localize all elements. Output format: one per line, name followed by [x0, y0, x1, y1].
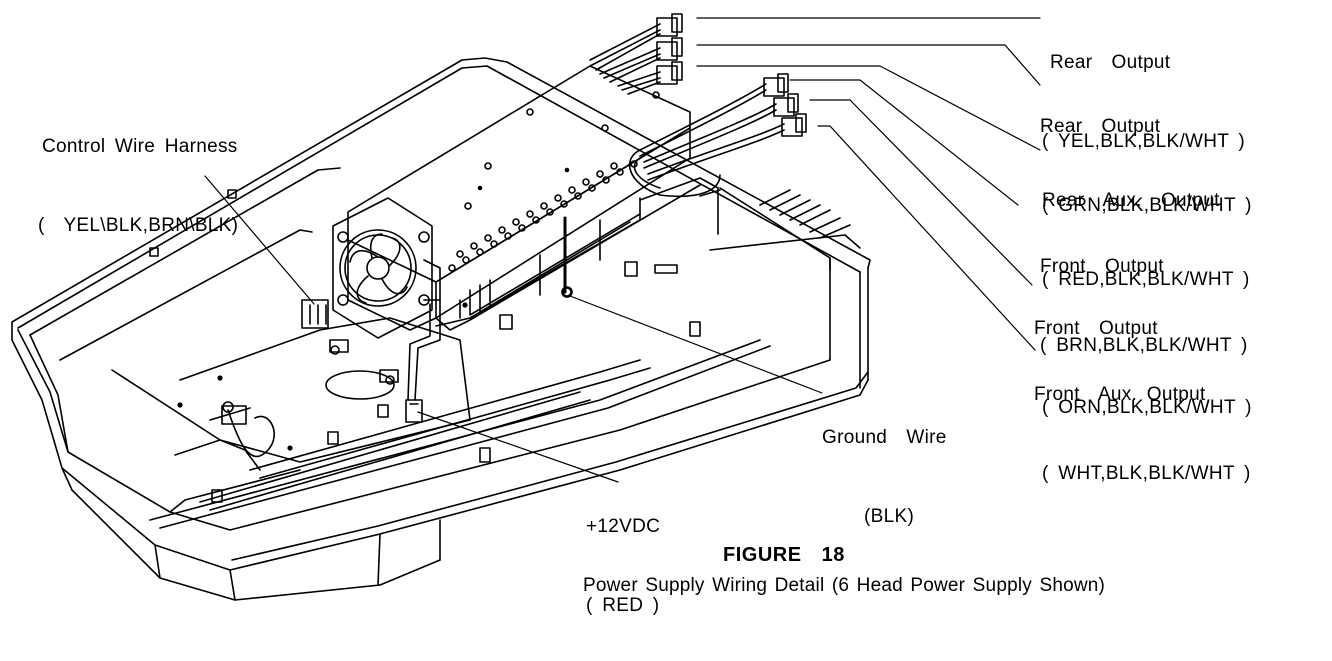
- label-wire-colors: ( YEL,BLK,BLK/WHT ): [1042, 131, 1246, 152]
- cooling-fan: [332, 197, 433, 339]
- label-name: Front Aux. Output: [1034, 384, 1206, 405]
- label-name: Control Wire Harness: [42, 136, 238, 157]
- label-name: Rear Output: [1040, 116, 1161, 137]
- label-12vdc: +12VDC ( RED ): [586, 472, 660, 661]
- label-name: Rear Aux. Output: [1042, 190, 1220, 211]
- label-name: Rear Output: [1050, 52, 1171, 73]
- label-wire-colors: ( GRN,BLK,BLK/WHT ): [1042, 195, 1252, 216]
- rear-connectors: [589, 13, 683, 95]
- label-rear-output-1: Rear Output ( YEL,BLK,BLK/WHT ): [1042, 8, 1245, 197]
- label-rear-aux-output: Rear Aux. Output ( RED,BLK,BLK/WHT ): [1042, 146, 1250, 335]
- power-supply-wiring-illustration: [11, 13, 1041, 601]
- label-front-aux-output: Front Aux. Output ( WHT,BLK,BLK/WHT ): [1034, 340, 1251, 529]
- label-wire-colors: ( RED ): [586, 595, 660, 616]
- power-supply-unit: [332, 13, 807, 423]
- leader-rear-aux-output: [696, 65, 1041, 151]
- label-rear-output-2: Rear Output ( GRN,BLK,BLK/WHT ): [1040, 72, 1252, 261]
- figure-caption: Power Supply Wiring Detail (6 Head Power…: [583, 575, 1106, 596]
- figure: Rear Output ( YEL,BLK,BLK/WHT ) Rear Out…: [11, 8, 1252, 616]
- leader-front-aux-output: [817, 125, 1036, 351]
- label-wire-colors: ( RED,BLK,BLK/WHT ): [1042, 269, 1250, 290]
- label-name: Ground Wire: [822, 427, 947, 448]
- label-wire-colors: ( YEL\BLK,BRN\BLK): [38, 215, 239, 236]
- label-wire-colors: ( WHT,BLK,BLK/WHT ): [1042, 463, 1251, 484]
- label-name: Front Output: [1034, 318, 1158, 339]
- label-name: Front Output: [1040, 256, 1164, 277]
- front-connectors: [628, 73, 807, 198]
- leader-lines: [204, 17, 1041, 483]
- leader-ground-wire: [569, 295, 823, 394]
- label-name: +12VDC: [586, 516, 661, 537]
- label-front-output-1: Front Output ( BRN,BLK,BLK/WHT ): [1040, 212, 1248, 401]
- label-ground-wire: Ground Wire (BLK): [822, 383, 947, 572]
- label-wire-colors: (BLK): [864, 506, 915, 527]
- vent-holes: [448, 160, 638, 272]
- label-front-output-2: Front Output ( ORN,BLK,BLK/WHT ): [1034, 274, 1252, 463]
- leader-rear-output-2: [696, 44, 1041, 86]
- label-wire-colors: ( ORN,BLK,BLK/WHT ): [1042, 397, 1252, 418]
- label-control-wire-harness: Control Wire Harness ( YEL\BLK,BRN\BLK): [38, 92, 238, 281]
- leader-control-harness: [204, 175, 315, 305]
- leader-front-output-1: [789, 79, 1019, 206]
- figure-title: FIGURE 18: [723, 544, 845, 566]
- leader-front-output-2: [809, 99, 1033, 286]
- enclosure-tray: [11, 57, 871, 601]
- label-wire-colors: ( BRN,BLK,BLK/WHT ): [1040, 335, 1248, 356]
- leader-12vdc: [417, 411, 619, 483]
